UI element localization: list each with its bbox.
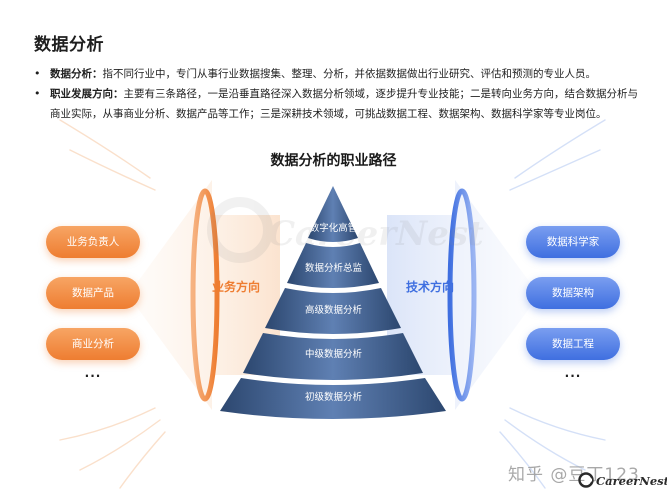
- pyramid-level-4: [243, 333, 423, 380]
- role-data-product: 数据产品: [46, 277, 140, 309]
- footer-watermark: 知乎 @豆丁123: [508, 465, 640, 485]
- business-direction-arrow: [128, 180, 280, 410]
- pyramid-level-label: 数据分析总监: [304, 263, 362, 274]
- intro-bullets: 数据分析：指不同行业中，专门从事行业数据搜集、整理、分析，并依据数据做出行业研究…: [34, 64, 644, 124]
- pyramid-level-5: [220, 378, 446, 419]
- sun-burst-icon: [59, 119, 606, 489]
- pyramid-level-label: 高级数据分析: [304, 305, 362, 316]
- tech-direction-arrow: [387, 180, 539, 410]
- role-data-scientist: 数据科学家: [526, 226, 620, 258]
- business-ring: [190, 188, 220, 402]
- pyramid-level-3: [265, 288, 401, 334]
- pyramid-level-1: [308, 186, 358, 242]
- tech-direction-label: 技术方向: [406, 280, 455, 294]
- business-direction-label: 业务方向: [212, 280, 261, 294]
- footer-brand: CareerNest: [596, 474, 667, 488]
- pyramid-level-label: 数字化高管: [309, 223, 358, 234]
- careernest-logo-icon: [578, 472, 594, 488]
- bullet-term: 职业发展方向：: [50, 88, 124, 100]
- role-data-engineering: 数据工程: [526, 328, 620, 360]
- pyramid-level-2: [287, 243, 379, 288]
- tech-more-roles: ···: [564, 369, 582, 383]
- role-data-architecture: 数据架构: [526, 277, 620, 309]
- business-more-roles: ···: [84, 369, 102, 383]
- tech-ring: [447, 188, 477, 402]
- role-business-owner: 业务负责人: [46, 226, 140, 258]
- pyramid-level-label: 中级数据分析: [304, 349, 362, 360]
- bullet-text: 主要有三条路径，一是沿垂直路径深入数据分析领域，逐步提升专业技能；二是转向业务方…: [50, 88, 638, 120]
- page-title: 数据分析: [34, 35, 104, 55]
- role-business-analysis: 商业分析: [46, 328, 140, 360]
- bullet-term: 数据分析：: [50, 68, 103, 80]
- pyramid-level-label: 初级数据分析: [304, 392, 362, 403]
- bullet-career-directions: 职业发展方向：主要有三条路径，一是沿垂直路径深入数据分析领域，逐步提升专业技能；…: [34, 84, 644, 124]
- diagram-title: 数据分析的职业路径: [270, 153, 397, 169]
- bullet-text: 指不同行业中，专门从事行业数据搜集、整理、分析，并依据数据做出行业研究、评估和预…: [102, 68, 597, 80]
- career-pyramid: [220, 186, 446, 419]
- bullet-definition: 数据分析：指不同行业中，专门从事行业数据搜集、整理、分析，并依据数据做出行业研究…: [34, 64, 644, 84]
